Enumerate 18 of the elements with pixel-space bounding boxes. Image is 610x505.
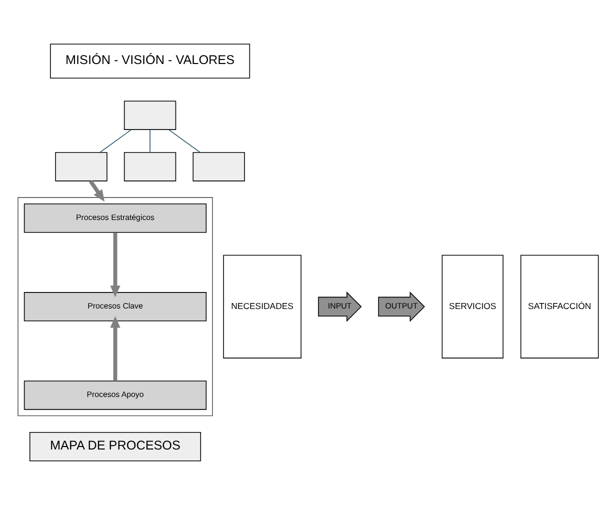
arrow [88,180,105,202]
node-box [124,100,176,130]
connector [100,129,132,153]
node-box: NECESIDADES [223,254,302,358]
cluster [18,197,213,416]
node-box: SATISFACCIÓN [520,254,599,358]
node-box: MAPA DE PROCESOS [29,432,202,462]
connector [168,129,200,153]
node-box [55,152,108,182]
node-box [124,152,176,182]
node-box [192,152,245,182]
node-box: Procesos Apoyo [24,380,207,410]
node-box: Procesos Estratégicos [24,203,207,233]
node-box: Procesos Clave [24,292,207,322]
arrow [110,232,120,298]
arrow [110,316,120,381]
node-box: SERVICIOS [442,254,504,358]
node-box: MISIÓN - VISIÓN - VALORES [50,44,250,79]
